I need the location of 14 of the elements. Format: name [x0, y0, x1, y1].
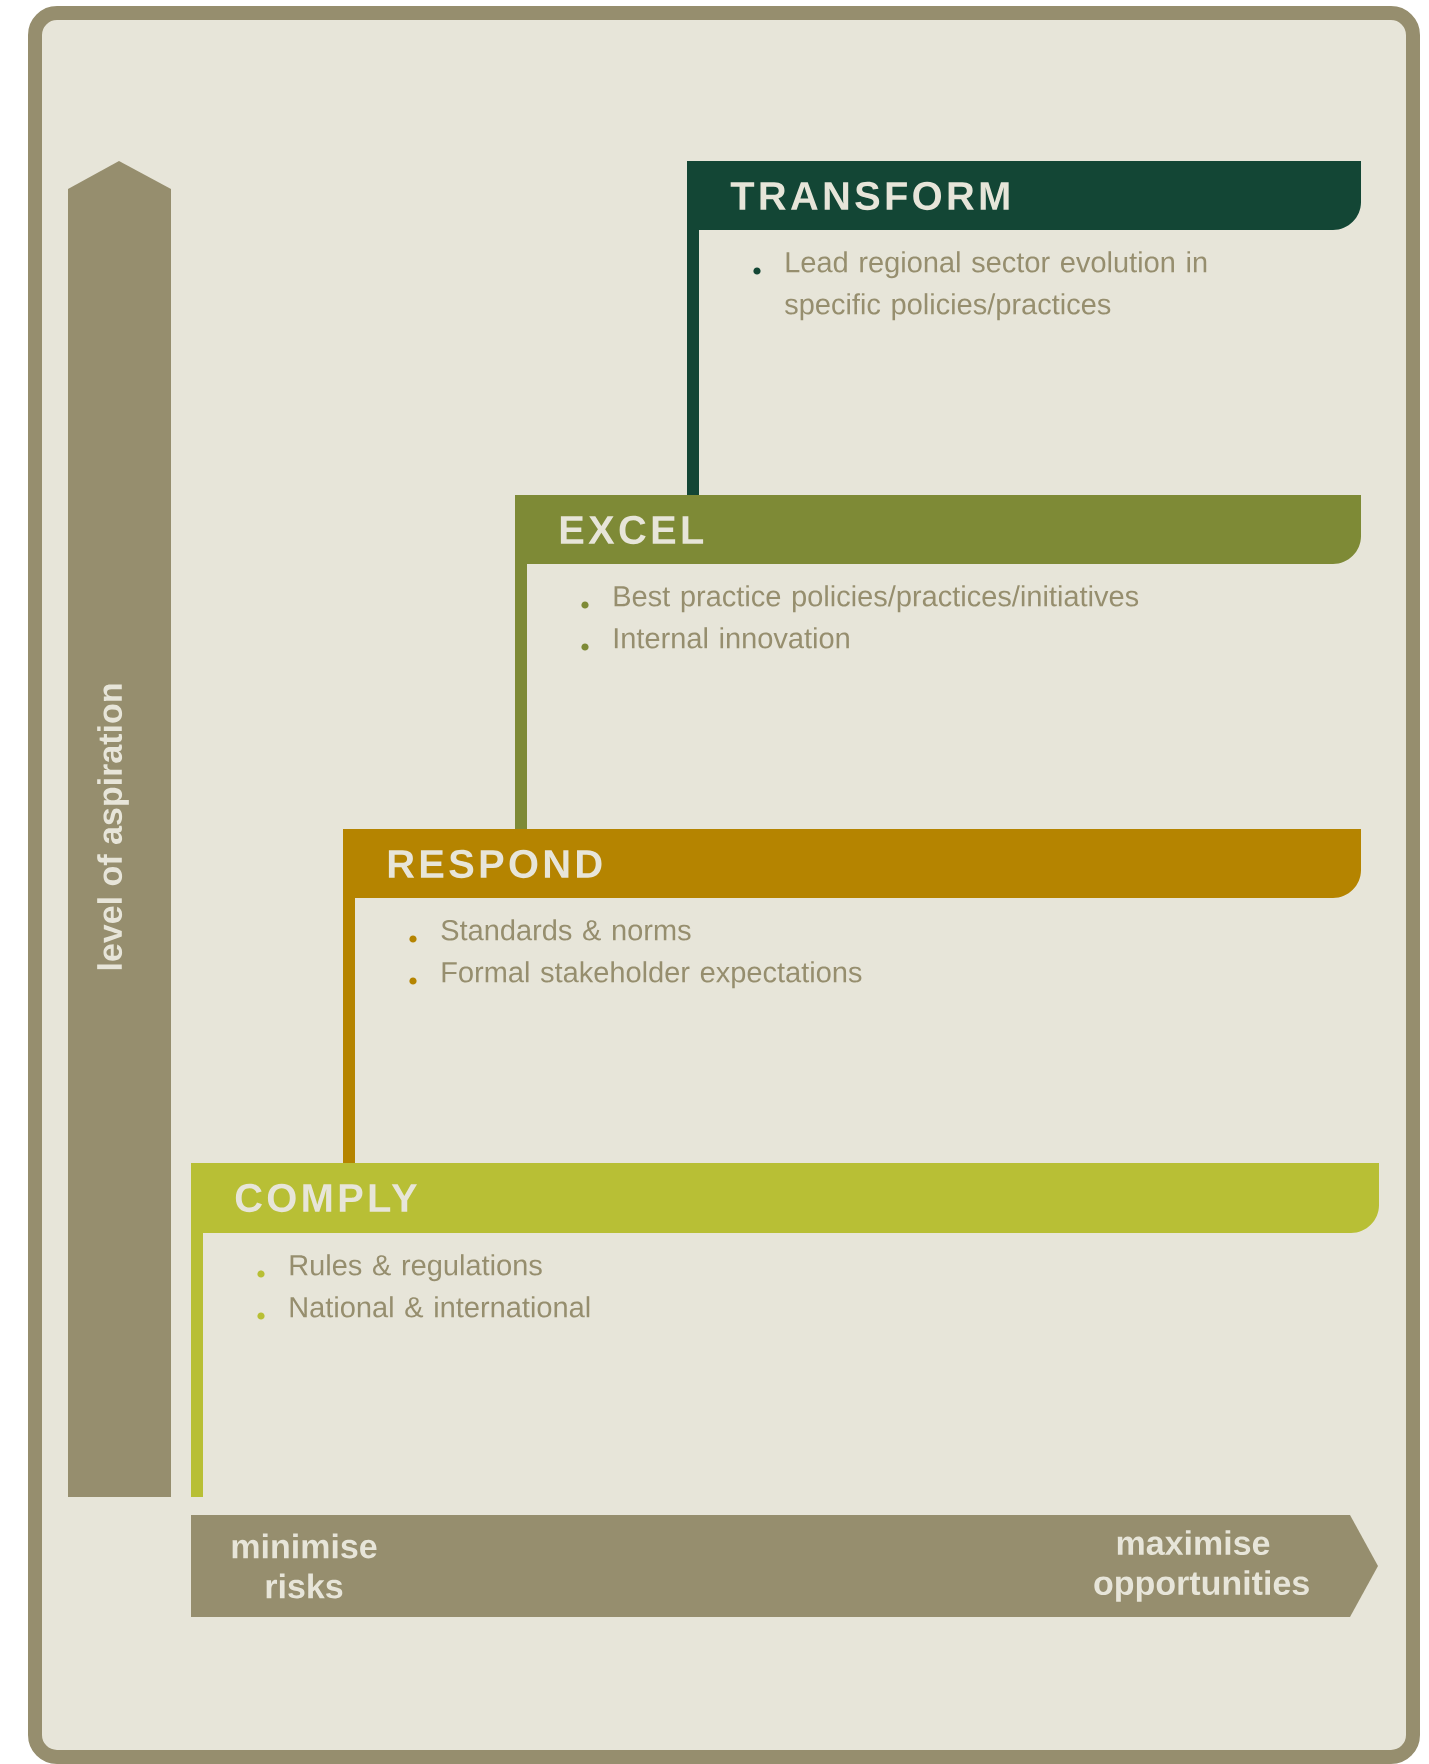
step-heading: TRANSFORM	[730, 181, 1009, 211]
step-heading: EXCEL	[560, 515, 704, 545]
axis-label: maximise opportunities	[1094, 1530, 1309, 1602]
bullet-item: Lead regional sector evolution in specific policies/practices	[753, 251, 1207, 321]
bullet-item: Rules & regulations	[257, 1254, 542, 1282]
bullet-item: Formal stakeholder expectations	[409, 961, 862, 989]
bullet-item: National & international	[257, 1296, 590, 1320]
bullet-item: Internal innovation	[581, 627, 849, 651]
bullet-item: Best practice policies/practices/initiatives	[581, 585, 1139, 613]
axis-label: minimise risks	[232, 1533, 377, 1599]
step-heading: RESPOND	[388, 849, 602, 879]
bullet-item: Standards & norms	[409, 919, 691, 943]
axis-label: level of aspiration	[97, 684, 129, 970]
step-heading: COMPLY	[235, 1183, 418, 1213]
